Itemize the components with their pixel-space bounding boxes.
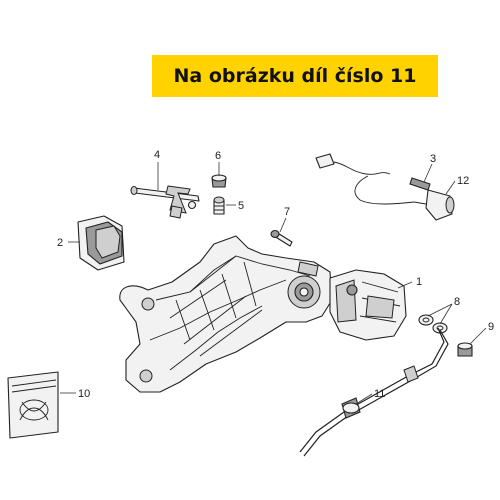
callout-labels: 1 2 3 4 5 6 7 8 9 10 11 12	[57, 149, 494, 400]
callout-5: 5	[238, 200, 244, 212]
callout-9: 9	[488, 321, 494, 333]
banjo-plug	[457, 342, 473, 357]
brake-hose	[299, 327, 449, 457]
warning-sticker	[7, 371, 59, 439]
callout-1: 1	[416, 276, 422, 288]
pad-pin-and-spring	[130, 185, 200, 219]
bleed-screw	[213, 196, 225, 215]
caliper-bracket	[119, 235, 333, 393]
callout-4: 4	[154, 149, 160, 161]
banner-text: Na obrázku díl číslo 11	[173, 65, 417, 87]
part-number-banner: Na obrázku díl číslo 11	[152, 55, 438, 97]
callout-3: 3	[430, 153, 436, 165]
callout-11: 11	[374, 388, 385, 400]
callout-10: 10	[78, 388, 90, 400]
leader-lines	[60, 162, 487, 405]
callout-8: 8	[454, 296, 460, 308]
caliper-body	[329, 269, 407, 341]
callout-6: 6	[215, 150, 221, 162]
dust-cap	[211, 174, 227, 188]
callout-2: 2	[57, 237, 63, 249]
speed-sensor	[315, 153, 455, 221]
copper-washers	[418, 314, 448, 334]
callout-12: 12	[457, 175, 469, 187]
brake-pads	[77, 215, 125, 271]
callout-7: 7	[284, 206, 290, 218]
caliper-bolt	[270, 229, 293, 247]
